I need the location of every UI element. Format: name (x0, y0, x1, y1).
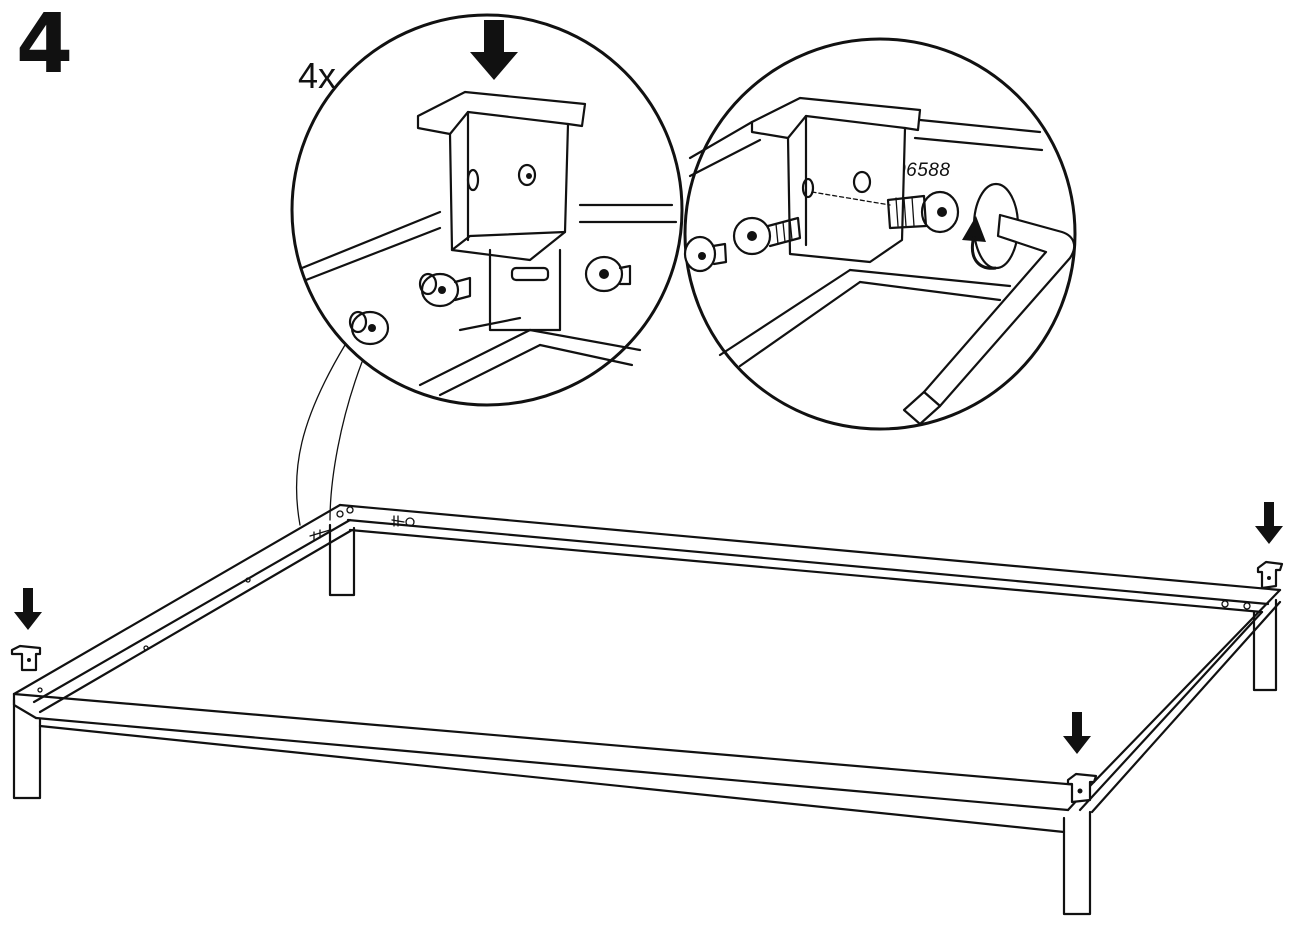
leg-back-left (328, 523, 356, 597)
allen-key-icon (902, 213, 1076, 426)
down-arrow-icon (1063, 712, 1091, 754)
bracket-placement-right-front (1063, 712, 1098, 804)
hex-bolt-icon (348, 310, 390, 346)
corner-bracket-icon (416, 90, 587, 332)
detail-circle-left-outline (290, 13, 684, 407)
corner-bracket-icon (750, 96, 922, 264)
detail-circle-right-outline (683, 37, 1077, 431)
hex-bolt-icon (683, 235, 728, 273)
corner-bracket-icon (1256, 560, 1284, 590)
bed-frame (12, 503, 1282, 916)
leg-front-right (1062, 810, 1092, 916)
hex-bolt-icon (584, 255, 632, 293)
quantity-label: 4x (298, 55, 337, 96)
hex-bolt-icon (886, 190, 960, 234)
callout-line-outer (295, 344, 346, 526)
down-arrow-icon (1255, 502, 1283, 544)
detail-circle-left (290, 13, 684, 526)
corner-bracket-icon (10, 644, 42, 672)
step-number: 4 (16, 0, 73, 92)
hex-bolt-icon (418, 272, 472, 308)
leg-front-left (12, 698, 42, 800)
bracket-placement-left (10, 588, 42, 672)
detail-circle-right (683, 37, 1077, 431)
bracket-placement-right-back (1255, 502, 1284, 590)
leg-back-right (1252, 598, 1278, 692)
down-arrow-icon (14, 588, 42, 630)
corner-bracket-icon (1066, 772, 1098, 804)
callout-line-inner (329, 361, 363, 521)
down-arrow-icon (470, 20, 518, 80)
hex-bolt-icon (732, 216, 802, 256)
